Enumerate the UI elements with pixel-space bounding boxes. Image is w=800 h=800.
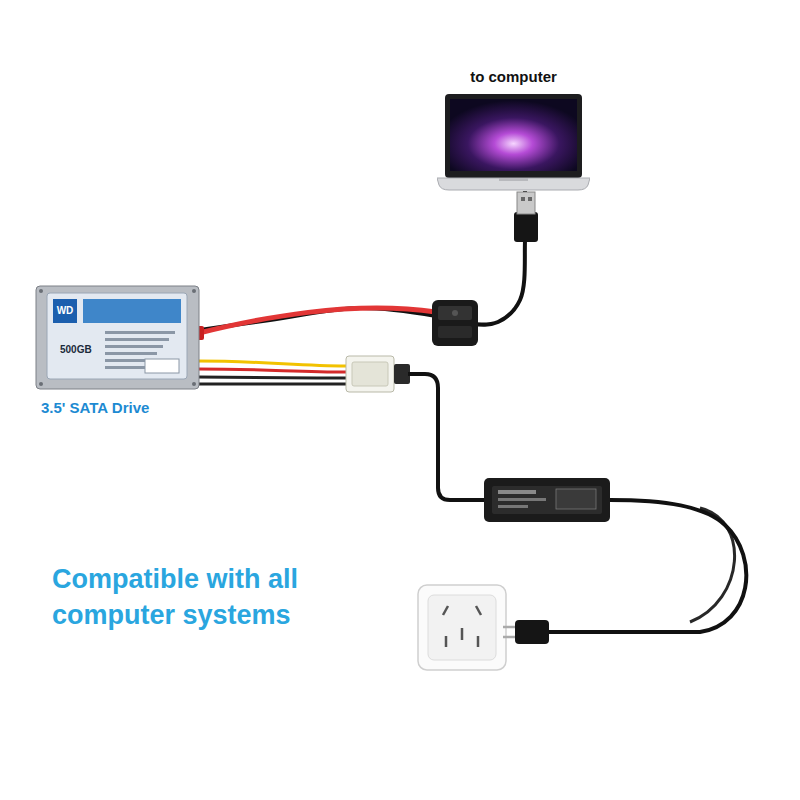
brand-logo: WD [53,299,77,323]
hard-drive: 3.5' SATA Drive [35,285,200,390]
laptop-picture [437,94,590,191]
caption-text: 3.5' SATA Drive [41,399,149,416]
tagline: Compatible with all computer systems [52,562,372,633]
capacity-label: 500GB [60,343,100,357]
hard-drive-picture [35,285,200,390]
caption-text: to computer [437,68,590,85]
laptop: to computer [437,94,590,191]
